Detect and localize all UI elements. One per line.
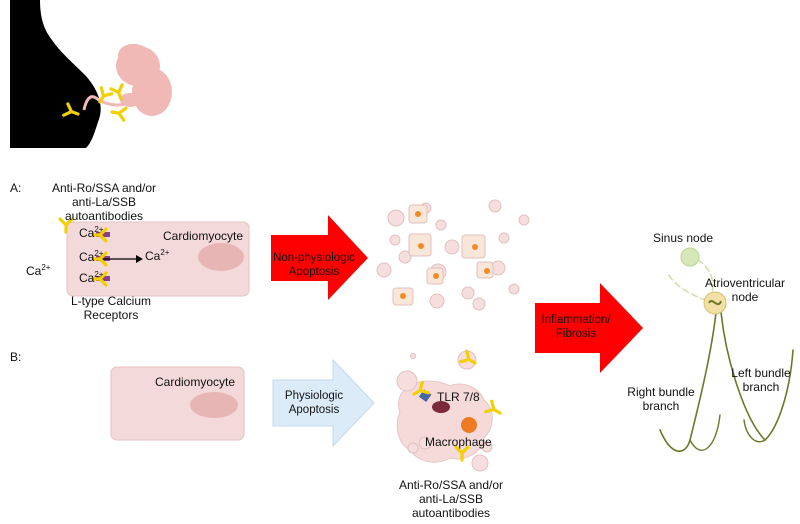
right-bundle-line1: Right bundle [627,385,695,399]
conduction-system-icon [659,254,794,452]
non-physiologic-line1: Non-physiologic [273,252,355,264]
section-b-letter: B: [10,350,22,364]
macrophage-label: Macrophage [425,435,492,449]
physiologic-apoptosis-label: Physiologic Apoptosis [270,389,358,417]
atrioventricular-node-icon [703,291,727,315]
calcium-ion-label: Ca2+ [145,248,170,263]
physiologic-apoptosis-arrow [272,358,375,448]
section-a-antibodies-label: Anti-Ro/SSA and/or anti-La/SSB autoantib… [38,181,170,223]
calcium-ion-label: Ca2+ [26,263,51,278]
cardiomyocyte-cell-a [66,221,250,297]
ion-symbol: Ca [79,250,95,264]
tlr-label: TLR 7/8 [437,390,480,404]
calcium-channel-label: L-type Calcium Receptors [58,294,164,322]
apoptotic-bodies-a [376,199,530,311]
inflammation-line2: Fibrosis [555,328,597,340]
ion-charge: 2+ [94,249,104,258]
section-b-antibodies-line2: anti-La/SSB [418,492,484,506]
inflammation-line1: Inflammation/ [541,314,611,326]
ion-charge: 2+ [94,225,104,234]
ion-charge: 2+ [41,263,51,272]
section-b-antibodies-label: Anti-Ro/SSA and/or anti-La/SSB autoantib… [385,478,517,520]
right-bundle-line2: branch [642,399,680,413]
non-physiologic-apoptosis-arrow [271,215,368,300]
fetus-icon [116,43,172,116]
inflammation-fibrosis-arrow [535,283,643,373]
section-a-antibodies-line1: Anti-Ro/SSA and/or [51,181,157,195]
ion-symbol: Ca [79,226,95,240]
sinus-node-icon [680,247,700,267]
section-a-antibodies-line3: autoantibodies [64,209,144,223]
section-b-apoptotic-bodies [396,350,493,472]
calcium-ion-label: Ca2+ [79,225,104,240]
av-node-label: Atrioventricular node [697,276,793,304]
section-a-cardiomyocyte-label: Cardiomyocyte [163,229,244,243]
ion-charge: 2+ [160,248,170,257]
apoptotic-nuclei-a [400,211,490,299]
section-b-antibodies-line1: Anti-Ro/SSA and/or [398,478,504,492]
ion-symbol: Ca [79,271,95,285]
ion-symbol: Ca [145,249,161,263]
non-physiologic-line2: Apoptosis [288,266,340,278]
umbilical-cord [82,95,133,111]
ion-charge: 2+ [94,270,104,279]
non-physiologic-apoptosis-label: Non-physiologic Apoptosis [268,251,360,279]
section-a-letter: A: [10,181,22,195]
av-node-line1: Atrioventricular [704,276,786,290]
nucleus-a [198,243,244,271]
section-b-cardiomyocyte-label: Cardiomyocyte [155,375,236,389]
cardiomyocyte-cell-b [110,366,245,441]
left-bundle-line2: branch [742,380,780,394]
calcium-ion-label: Ca2+ [79,249,104,264]
nucleus-b [190,392,238,418]
calcium-channel-line1: L-type Calcium [70,294,152,308]
sinus-node-label: Sinus node [653,231,714,245]
inflammation-fibrosis-label: Inflammation/ Fibrosis [537,313,615,341]
left-bundle-branch-label: Left bundle branch [724,366,798,394]
pregnancy-silhouette-icon [10,0,101,148]
right-bundle-branch-label: Right bundle branch [620,385,702,413]
section-a-antibodies-line2: anti-La/SSB [71,195,137,209]
calcium-channel-line2: Receptors [83,308,139,322]
section-b-antibodies-line3: autoantibodies [411,506,491,520]
calcium-ion-label: Ca2+ [79,270,104,285]
physiologic-line2: Apoptosis [288,404,340,416]
ion-symbol: Ca [26,264,42,278]
physiologic-line1: Physiologic [284,390,344,402]
av-node-line2: node [731,290,759,304]
left-bundle-line1: Left bundle [731,366,791,380]
